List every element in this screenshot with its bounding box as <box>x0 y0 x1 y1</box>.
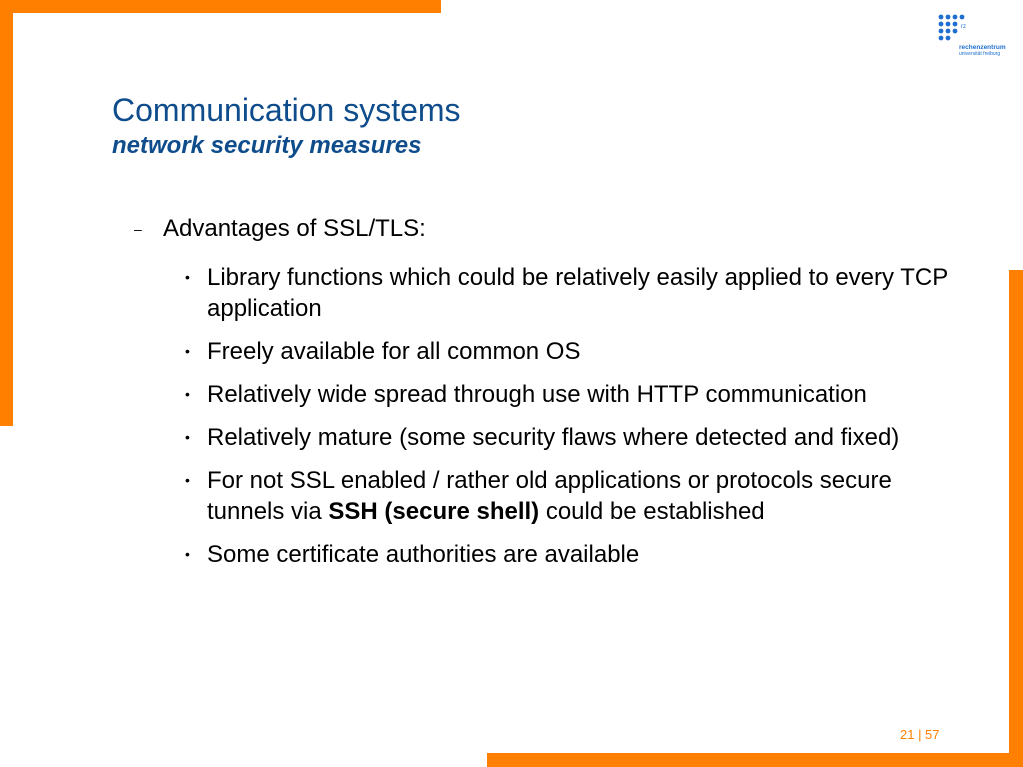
slide-title: Communication systems <box>112 92 461 128</box>
list-item: • Some certificate authorities are avail… <box>134 539 954 570</box>
bullet-dot-icon: • <box>185 269 190 285</box>
list-item: • For not SSL enabled / rather old appli… <box>134 465 954 527</box>
bullet-text: For not SSL enabled / rather old applica… <box>207 465 957 527</box>
bullet-text: Freely available for all common OS <box>207 338 581 365</box>
logo-rz-label: rz <box>961 24 966 30</box>
page-number: 21 | 57 <box>900 727 940 742</box>
list-item: • Relatively mature (some security flaws… <box>134 422 954 453</box>
logo-name: rechenzentrum <box>959 44 1006 51</box>
content-area: – Advantages of SSL/TLS: • Library funct… <box>134 212 954 582</box>
level1-item: – Advantages of SSL/TLS: <box>134 212 954 246</box>
list-item: • Freely available for all common OS <box>134 336 954 367</box>
bullet-text-after: could be established <box>539 498 765 525</box>
bullet-text: Relatively wide spread through use with … <box>207 381 867 408</box>
bullet-dot-icon: • <box>185 429 190 445</box>
bullet-text: Library functions which could be relativ… <box>207 264 948 322</box>
dash-marker-icon: – <box>134 221 142 237</box>
bullet-dot-icon: • <box>185 546 190 562</box>
bullet-list: • Library functions which could be relat… <box>134 262 954 570</box>
slide-subtitle: network security measures <box>112 132 422 159</box>
list-item: • Relatively wide spread through use wit… <box>134 379 954 410</box>
bullet-dot-icon: • <box>185 472 190 488</box>
bullet-dot-icon: • <box>185 386 190 402</box>
university-logo: rz rechenzentrum universität freiburg <box>938 14 1018 64</box>
bullet-text: Relatively mature (some security flaws w… <box>207 424 900 451</box>
top-accent-bar <box>0 0 441 13</box>
list-item: • Library functions which could be relat… <box>134 262 954 324</box>
bullet-dot-icon: • <box>185 343 190 359</box>
level1-heading: Advantages of SSL/TLS: <box>163 215 426 242</box>
logo-subtitle: universität freiburg <box>959 51 1001 57</box>
bullet-text-before: For not SSL enabled / rather old applica… <box>207 467 892 525</box>
bullet-text: Some certificate authorities are availab… <box>207 541 640 568</box>
dot-grid-logo-icon <box>938 14 965 41</box>
left-accent-bar <box>0 0 13 426</box>
right-accent-bar <box>1009 270 1023 767</box>
ssh-highlight: SSH (secure shell) <box>328 498 540 525</box>
bottom-accent-bar <box>487 753 1023 767</box>
